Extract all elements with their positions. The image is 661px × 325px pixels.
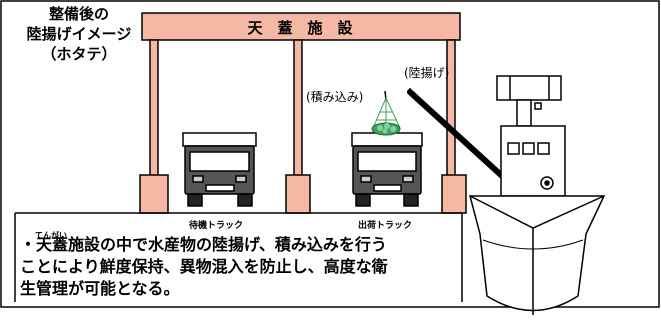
diagram-title: 整備後の 陸揚げイメージ （ホタテ） [4,4,154,64]
canopy-pillar-middle [293,39,303,179]
outer-frame [0,0,660,308]
unloading-label: (陸揚げ) [404,66,450,80]
description-line-2: ことにより鮮度保持、異物混入を防止し、高度な衛 [20,257,388,276]
waiting-truck-icon [182,132,257,207]
canopy-base-middle [285,174,311,214]
description-text: てんがい ・天蓋施設の中で水産物の陸揚げ、積み込みを行う ことにより鮮度保持、異… [20,231,460,300]
canopy-base-right [441,174,467,214]
scallop-net-icon [371,96,401,136]
shipping-truck-label: 出荷トラック [358,221,413,231]
canopy-structure [139,12,467,214]
title-line-3: （ホタテ） [41,45,117,63]
title-line-2: 陸揚げイメージ [26,25,132,43]
canopy-pillar-right [446,39,456,179]
loading-label: (積み込み) [306,90,364,104]
furigana-tengai: てんがい [35,231,67,240]
fishing-boat-icon [469,75,606,315]
canopy-label: 天 蓋 施 設 [247,19,353,37]
shipping-truck-icon [351,132,423,207]
description-line-1: ・天蓋施設の中で水産物の陸揚げ、積み込みを行う [20,235,387,254]
waiting-truck-label: 待機トラック [189,221,244,231]
title-line-1: 整備後の [48,5,109,23]
description-line-3: 生管理が可能となる。 [20,279,180,298]
canopy-base-left [139,174,169,214]
